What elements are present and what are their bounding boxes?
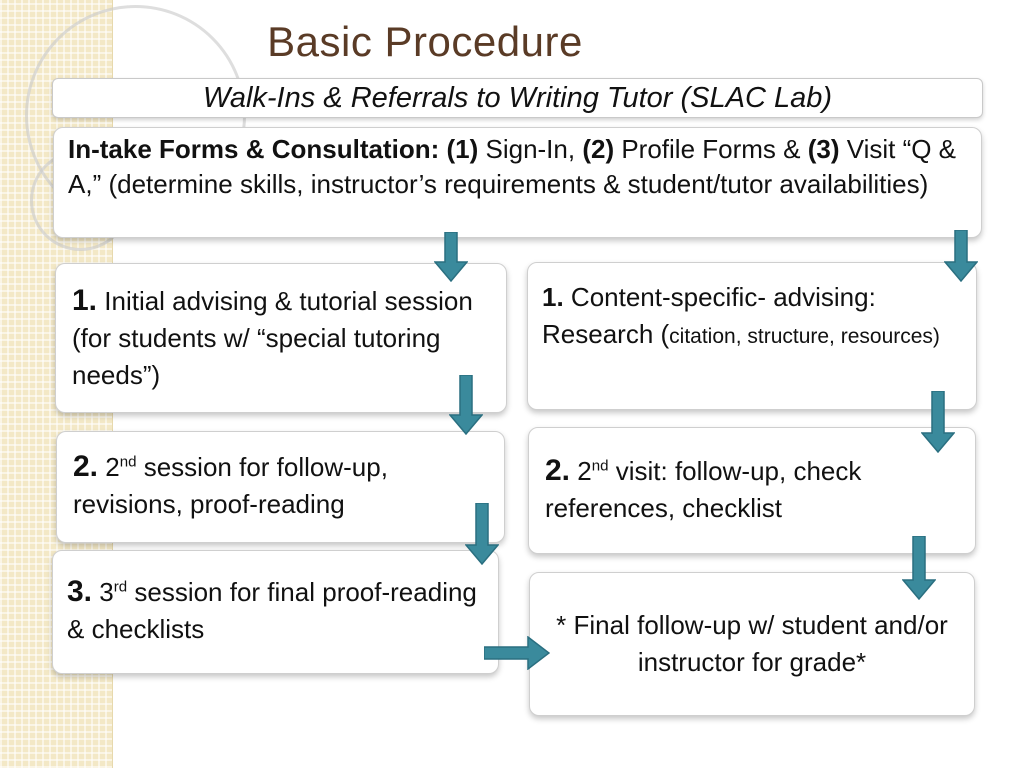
right-step-2-num: 2. bbox=[545, 454, 571, 487]
left-step-2-sup: nd bbox=[119, 453, 137, 471]
left-step-2-box: 2. 2nd session for follow-up, revisions,… bbox=[56, 431, 505, 543]
left-step-1-text: Initial advising & tutorial session (for… bbox=[72, 286, 473, 390]
left-step-2-pre: 2 bbox=[98, 452, 120, 482]
left-step-2-num: 2. bbox=[73, 450, 99, 483]
right-arrow-icon bbox=[484, 636, 550, 670]
intake-step-2-num: (2) bbox=[582, 134, 615, 164]
left-step-3-box: 3. 3rd session for final proof-reading &… bbox=[52, 550, 499, 674]
left-step-2-text: session for follow-up, revisions, proof-… bbox=[73, 452, 388, 519]
down-arrow-icon bbox=[944, 230, 978, 282]
right-step-1-text: Content-specific- advising: Research ( bbox=[542, 282, 876, 349]
intake-step-1-num: (1) bbox=[446, 134, 479, 164]
subtitle-banner: Walk-Ins & Referrals to Writing Tutor (S… bbox=[52, 78, 983, 118]
final-step-box: * Final follow-up w/ student and/or inst… bbox=[529, 572, 975, 716]
down-arrow-icon bbox=[902, 536, 936, 600]
down-arrow-icon bbox=[921, 391, 955, 453]
final-step-text: * Final follow-up w/ student and/or inst… bbox=[556, 610, 948, 677]
right-step-1-num: 1. bbox=[542, 282, 564, 312]
intake-step-1-text: Sign-In, bbox=[478, 134, 583, 164]
down-arrow-icon bbox=[465, 503, 499, 565]
left-step-1-num: 1. bbox=[72, 284, 98, 317]
intake-step-3-text: Visit “Q & A,” (determine skills, instru… bbox=[68, 134, 957, 199]
right-step-2-sup: nd bbox=[591, 457, 609, 475]
intake-label: In-take Forms & Consultation: bbox=[68, 134, 440, 164]
left-step-1-box: 1. Initial advising & tutorial session (… bbox=[55, 263, 507, 413]
down-arrow-icon bbox=[434, 232, 468, 282]
left-step-3-pre: 3 bbox=[92, 577, 114, 607]
down-arrow-icon bbox=[449, 375, 483, 435]
right-step-1-small: citation, structure, resources) bbox=[669, 325, 940, 348]
intake-step-3-num: (3) bbox=[807, 134, 840, 164]
right-step-2-pre: 2 bbox=[570, 456, 592, 486]
left-step-3-sup: rd bbox=[113, 578, 128, 596]
intake-step-2-text: Profile Forms & bbox=[614, 134, 808, 164]
right-step-2-text: visit: follow-up, check references, chec… bbox=[545, 456, 862, 523]
page-title: Basic Procedure bbox=[267, 18, 583, 65]
right-step-1-box: 1. Content-specific- advising: Research … bbox=[527, 262, 977, 410]
right-step-2-box: 2. 2nd visit: follow-up, check reference… bbox=[528, 427, 976, 554]
left-step-3-num: 3. bbox=[67, 575, 93, 608]
intake-box: In-take Forms & Consultation: (1) Sign-I… bbox=[53, 127, 982, 238]
left-step-3-text: session for final proof-reading & checkl… bbox=[67, 577, 477, 644]
